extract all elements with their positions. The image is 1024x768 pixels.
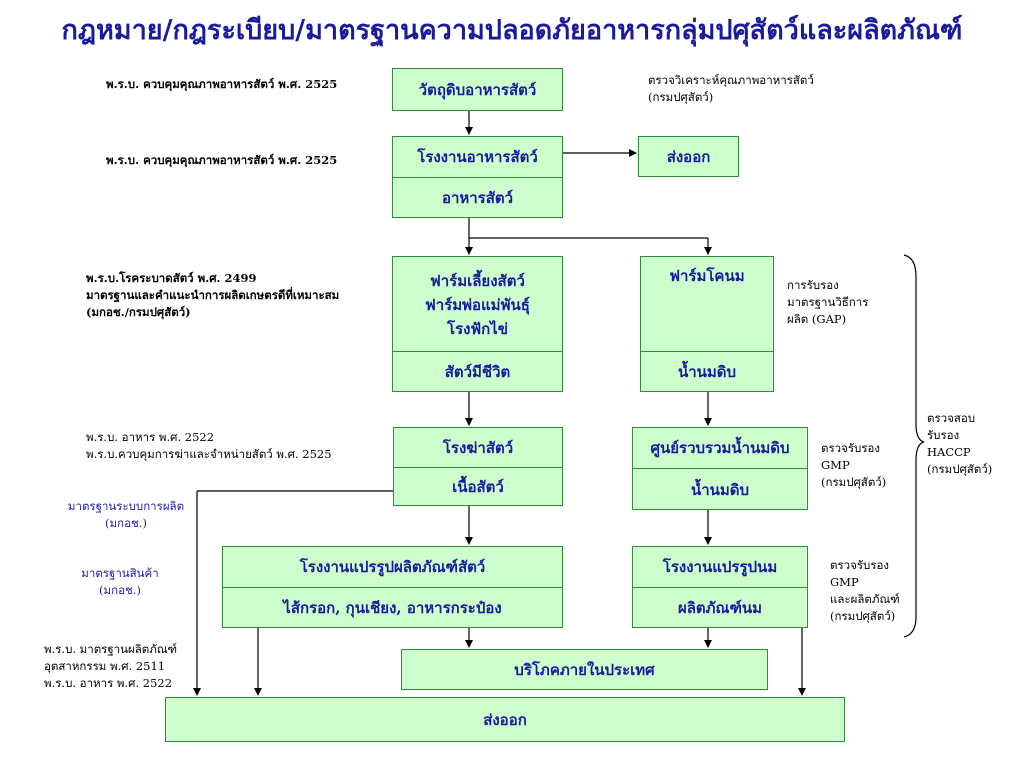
- export-top-label: ส่งออก: [666, 147, 711, 166]
- milk-center-box: ศูนย์รวบรวมน้ำนมดิบ น้ำนมดิบ: [632, 427, 808, 510]
- law-industry-line-2: อุตสาหกรรม พ.ศ. 2511: [44, 659, 166, 673]
- process-standard-line-1: มาตรฐานระบบการผลิต: [67, 499, 185, 513]
- farm-label-1: ฟาร์มเลี้ยงสัตว์: [430, 272, 525, 290]
- milk-center-label: ศูนย์รวบรวมน้ำนมดิบ: [650, 439, 790, 457]
- law-farm-line-1: พ.ร.บ.โรคระบาดสัตว์ พ.ศ. 2499: [86, 271, 257, 285]
- farm-label-3: โรงฟักไข่: [447, 320, 508, 338]
- gap-note: การรับรอง มาตรฐานวิธีการ ผลิต (GAP): [787, 277, 868, 328]
- page-title: กฎหมาย/กฎระเบียบ/มาตรฐานความปลอดภัยอาหาร…: [61, 15, 963, 46]
- gap-line-3: ผลิต (GAP): [787, 312, 847, 326]
- gmp-note: ตรวจรับรอง GMP (กรมปศุสัตว์): [821, 440, 886, 491]
- dairy-products-label: ผลิตภัณฑ์นม: [633, 587, 807, 628]
- animal-feed-label: อาหารสัตว์: [393, 177, 562, 218]
- gmp-product-note: ตรวจรับรอง GMP และผลิตภัณฑ์ (กรมปศุสัตว์…: [830, 557, 900, 625]
- law-farm-line-3: (มกอช./กรมปศุสัตว์): [86, 305, 191, 319]
- gmp-product-line-1: ตรวจรับรอง: [830, 558, 890, 572]
- export-top-box: ส่งออก: [638, 136, 739, 177]
- dairy-farm-label: ฟาร์มโคนม: [669, 267, 745, 285]
- law-feed-note-2: พ.ร.บ. ควบคุมคุณภาพอาหารสัตว์ พ.ศ. 2525: [106, 153, 338, 167]
- product-standard-line-1: มาตรฐานสินค้า: [81, 566, 159, 580]
- product-standard-line-2: (มกอช.): [99, 583, 141, 597]
- livestock-farm-labels: ฟาร์มเลี้ยงสัตว์ ฟาร์มพ่อแม่พันธุ์ โรงฟั…: [393, 261, 562, 349]
- raw-milk-center-label: น้ำนมดิบ: [633, 468, 807, 510]
- haccp-line-4: (กรมปศุสัตว์): [927, 462, 993, 476]
- law-industry-line-3: พ.ร.บ. อาหาร พ.ศ. 2522: [44, 676, 173, 690]
- law-industry-note: พ.ร.บ. มาตรฐานผลิตภัณฑ์ อุตสาหกรรม พ.ศ. …: [44, 641, 177, 692]
- livestock-farm-box: ฟาร์มเลี้ยงสัตว์ ฟาร์มพ่อแม่พันธุ์ โรงฟั…: [392, 256, 563, 392]
- raw-material-box: วัตถุดิบอาหารสัตว์: [392, 68, 563, 111]
- dairy-farm-box: ฟาร์มโคนม น้ำนมดิบ: [640, 256, 774, 392]
- gmp-product-line-3: และผลิตภัณฑ์: [830, 592, 900, 606]
- law-farm-line-2: มาตรฐานและคำแนะนำการผลิตเกษตรดีที่เหมาะส…: [86, 288, 340, 302]
- export-bottom-box: ส่งออก: [165, 697, 845, 742]
- feed-factory-label: โรงงานอาหารสัตว์: [417, 148, 538, 166]
- raw-milk-farm-label: น้ำนมดิบ: [641, 351, 773, 392]
- slaughterhouse-box: โรงฆ่าสัตว์ เนื้อสัตว์: [393, 427, 563, 506]
- feed-inspection-line-1: ตรวจวิเคราะห์คุณภาพอาหารสัตว์: [648, 73, 814, 87]
- gmp-line-1: ตรวจรับรอง: [821, 441, 881, 455]
- feed-inspection-note: ตรวจวิเคราะห์คุณภาพอาหารสัตว์ (กรมปศุสัต…: [648, 72, 814, 106]
- haccp-line-3: HACCP: [927, 445, 971, 459]
- dairy-processing-label: โรงงานแปรรูปนม: [662, 558, 778, 576]
- feed-factory-box: โรงงานอาหารสัตว์ อาหารสัตว์: [392, 136, 563, 218]
- live-animals-label: สัตว์มีชีวิต: [393, 351, 562, 392]
- law-slaughter-line-1: พ.ร.บ. อาหาร พ.ศ. 2522: [86, 430, 215, 444]
- haccp-note: ตรวจสอบ รับรอง HACCP (กรมปศุสัตว์): [927, 410, 992, 478]
- gmp-product-line-2: GMP: [830, 575, 859, 589]
- law-industry-line-1: พ.ร.บ. มาตรฐานผลิตภัณฑ์: [44, 642, 178, 656]
- gap-line-1: การรับรอง: [787, 278, 839, 292]
- product-standard-note: มาตรฐานสินค้า (มกอช.): [60, 565, 180, 599]
- domestic-label: บริโภคภายในประเทศ: [514, 660, 655, 679]
- meat-processing-label: โรงงานแปรรูปผลิตภัณฑ์สัตว์: [299, 558, 486, 576]
- haccp-brace: [903, 254, 925, 638]
- meat-products-label: ไส้กรอก, กุนเชียง, อาหารกระป๋อง: [223, 587, 562, 628]
- law-farm-note: พ.ร.บ.โรคระบาดสัตว์ พ.ศ. 2499 มาตรฐานและ…: [86, 270, 339, 321]
- farm-label-2: ฟาร์มพ่อแม่พันธุ์: [425, 296, 530, 314]
- process-standard-line-2: (มกอช.): [105, 516, 147, 530]
- gap-line-2: มาตรฐานวิธีการ: [787, 295, 869, 309]
- gmp-line-2: GMP: [821, 458, 850, 472]
- dairy-processing-box: โรงงานแปรรูปนม ผลิตภัณฑ์นม: [632, 546, 808, 628]
- export-bottom-label: ส่งออก: [483, 710, 527, 729]
- law-feed-note-1: พ.ร.บ. ควบคุมคุณภาพอาหารสัตว์ พ.ศ. 2525: [106, 77, 338, 91]
- haccp-line-1: ตรวจสอบ: [927, 411, 976, 425]
- gmp-product-line-4: (กรมปศุสัตว์): [830, 609, 896, 623]
- haccp-line-2: รับรอง: [927, 428, 960, 442]
- gmp-line-3: (กรมปศุสัตว์): [821, 475, 887, 489]
- law-slaughter-line-2: พ.ร.บ.ควบคุมการฆ่าและจำหน่ายสัตว์ พ.ศ. 2…: [86, 447, 332, 461]
- feed-inspection-line-2: (กรมปศุสัตว์): [648, 90, 714, 104]
- meat-label: เนื้อสัตว์: [394, 467, 562, 506]
- slaughterhouse-label: โรงฆ่าสัตว์: [442, 438, 514, 457]
- meat-processing-box: โรงงานแปรรูปผลิตภัณฑ์สัตว์ ไส้กรอก, กุนเ…: [222, 546, 563, 628]
- domestic-box: บริโภคภายในประเทศ: [401, 649, 768, 690]
- process-standard-note: มาตรฐานระบบการผลิต (มกอช.): [58, 498, 194, 532]
- raw-material-label: วัตถุดิบอาหารสัตว์: [418, 80, 537, 99]
- law-slaughter-note: พ.ร.บ. อาหาร พ.ศ. 2522 พ.ร.บ.ควบคุมการฆ่…: [86, 429, 332, 463]
